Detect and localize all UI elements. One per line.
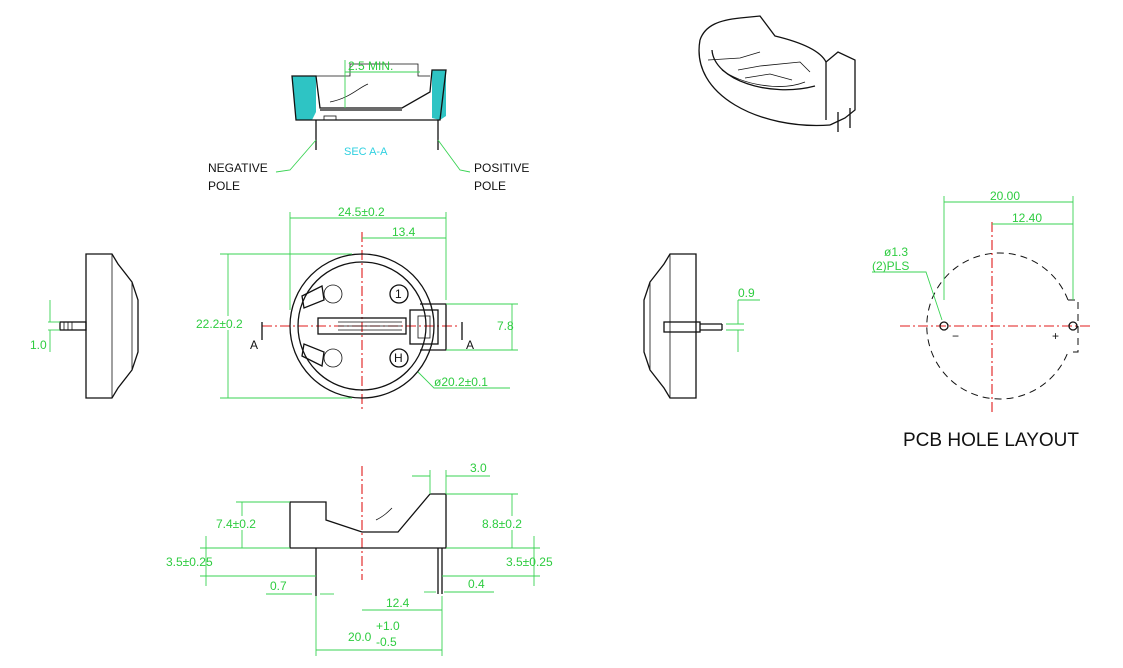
negative-pole-label-2: POLE	[208, 179, 240, 193]
top-tab-dim: 7.8	[497, 319, 514, 333]
left-pin-dim: 1.0	[30, 338, 47, 352]
top-width-dim: 24.5±0.2	[338, 205, 385, 219]
pcb-minus: −	[952, 329, 959, 343]
top-view: 1 H 24.5±0.2 13.4 22.2±0.2 7.8 ø20.2±0.1…	[195, 205, 518, 412]
mark-1: 1	[395, 287, 402, 301]
top-diameter-dim: ø20.2±0.1	[434, 375, 488, 389]
cut-a-left: A	[250, 338, 258, 352]
front-body-right-dim: 8.8±0.2	[482, 517, 522, 531]
left-side-view: 1.0	[30, 253, 139, 399]
front-half-span-dim: 12.4	[386, 596, 410, 610]
negative-pole-label-1: NEGATIVE	[208, 161, 268, 175]
section-label: SEC A-A	[344, 146, 388, 158]
pcb-title: PCB HOLE LAYOUT	[903, 430, 1079, 451]
right-pin-dim: 0.9	[738, 286, 755, 300]
cut-a-right: A	[466, 338, 474, 352]
section-view: 2.5 MIN. SEC A-A NEGATIVE POLE POSITIVE …	[208, 59, 529, 193]
front-pin-right-dim: 3.5±0.25	[506, 555, 553, 569]
pcb-plus: +	[1052, 329, 1059, 343]
right-side-view: 0.9	[643, 253, 760, 399]
front-span-dim: 20.0	[348, 630, 372, 644]
pcb-span-dim: 20.00	[990, 189, 1020, 203]
positive-pole-label-1: POSITIVE	[474, 161, 529, 175]
top-height-dim: 22.2±0.2	[196, 317, 243, 331]
mark-h: H	[394, 351, 403, 365]
front-wall-dim: 3.0	[470, 461, 487, 475]
front-tol-plus: +1.0	[376, 619, 400, 633]
pcb-hole-dim-2: (2)PLS	[872, 259, 909, 273]
front-pin-left-dim: 3.5±0.25	[166, 555, 213, 569]
front-body-left-dim: 7.4±0.2	[216, 517, 256, 531]
isometric-view	[698, 15, 856, 132]
pcb-hole-dim-1: ø1.3	[884, 245, 908, 259]
front-pin-w-right-dim: 0.4	[468, 577, 485, 591]
front-tol-minus: -0.5	[376, 635, 397, 649]
pcb-half-dim: 12.40	[1012, 211, 1042, 225]
positive-pole-label-2: POLE	[474, 179, 506, 193]
section-min-dim: 2.5 MIN.	[348, 59, 393, 73]
front-pin-w-left-dim: 0.7	[270, 579, 287, 593]
top-offset-dim: 13.4	[392, 225, 416, 239]
front-view: 3.0 7.4±0.2 8.8±0.2 3.5±0.25 3.5±0.25 0.…	[166, 461, 553, 656]
pcb-hole-layout: − + 20.00 12.40 ø1.3 (2)PLS PCB HOLE LAY…	[872, 189, 1092, 451]
